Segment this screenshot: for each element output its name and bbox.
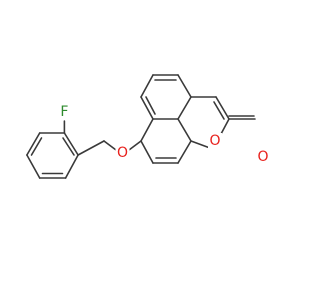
fluorine-label: F [60, 104, 68, 120]
bond [64, 154, 79, 179]
fluorine-atom: F [57, 104, 72, 120]
carbonyl-oxygen-atom: O [256, 149, 270, 165]
bond [177, 140, 192, 164]
ether-oxygen-label: O [117, 145, 128, 161]
bond [140, 96, 154, 120]
bond [26, 154, 41, 179]
bond [26, 132, 41, 156]
ring-oxygen-label: O [209, 133, 220, 149]
bond [128, 140, 142, 151]
bond [140, 140, 154, 164]
bond-lines [26, 74, 256, 179]
ring-oxygen-atom: O [208, 133, 222, 149]
atom-labels: F O O O [57, 104, 270, 165]
bond [140, 74, 154, 98]
bond [177, 96, 192, 120]
bond [77, 140, 105, 156]
bond [103, 140, 117, 151]
bond [190, 140, 211, 149]
bond [30, 137, 43, 156]
bond [140, 118, 154, 142]
bond [145, 96, 156, 115]
molecule-structure: F O O O [26, 74, 270, 179]
bond [177, 74, 192, 98]
bond [63, 132, 79, 156]
bond [220, 118, 230, 135]
carbonyl-oxygen-label: O [257, 149, 268, 165]
ether-oxygen-atom: O [115, 145, 130, 161]
bond [177, 118, 192, 142]
bond [213, 101, 225, 120]
bond [215, 96, 230, 120]
bond [62, 137, 75, 156]
